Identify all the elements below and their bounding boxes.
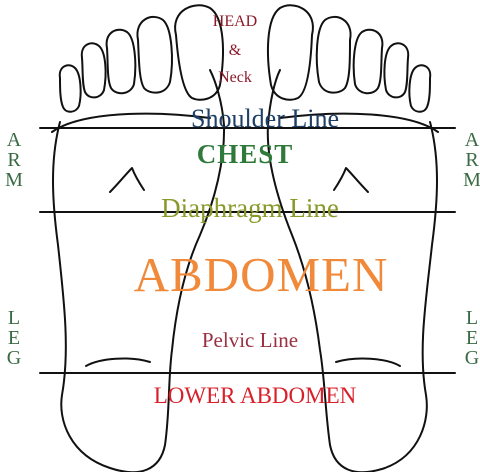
leg-label-right: L E G: [462, 308, 480, 368]
right-toe-2: [317, 17, 351, 93]
lower-abdomen-label: LOWER ABDOMEN: [110, 384, 400, 407]
left-toe-5: [60, 65, 81, 112]
chest-label: CHEST: [165, 141, 325, 168]
left-toe-2: [137, 17, 172, 93]
arm-letter: A: [462, 130, 480, 150]
left-heel-mark: [86, 359, 150, 366]
leg-label-left: L E G: [4, 308, 24, 368]
neck-label: Neck: [211, 70, 259, 86]
left-toe-4: [82, 43, 106, 97]
right-heel-mark: [336, 359, 400, 366]
ampersand-label: &: [211, 43, 259, 59]
left-arch-line: [110, 168, 144, 192]
arm-letter: R: [462, 150, 480, 170]
arm-letter: M: [4, 170, 24, 190]
leg-letter: G: [462, 348, 480, 368]
leg-letter: E: [4, 328, 24, 348]
arm-letter: R: [4, 150, 24, 170]
leg-letter: G: [4, 348, 24, 368]
pelvic-line-label: Pelvic Line: [170, 330, 330, 351]
right-toe-4: [384, 43, 408, 97]
arm-letter: A: [4, 130, 24, 150]
shoulder-line-label: Shoulder Line: [140, 106, 390, 132]
right-arch-line: [334, 168, 368, 192]
left-toe-3: [107, 30, 136, 94]
leg-letter: L: [462, 308, 480, 328]
right-toe-3: [354, 30, 383, 94]
leg-letter: L: [4, 308, 24, 328]
abdomen-label: ABDOMEN: [116, 250, 406, 299]
arm-label-right: A R M: [462, 130, 480, 190]
leg-letter: E: [462, 328, 480, 348]
arm-label-left: A R M: [4, 130, 24, 190]
head-label: HEAD: [211, 14, 259, 30]
right-toe-5: [409, 65, 430, 112]
diaphragm-line-label: Diaphragm Line: [130, 195, 370, 222]
arm-letter: M: [462, 170, 480, 190]
